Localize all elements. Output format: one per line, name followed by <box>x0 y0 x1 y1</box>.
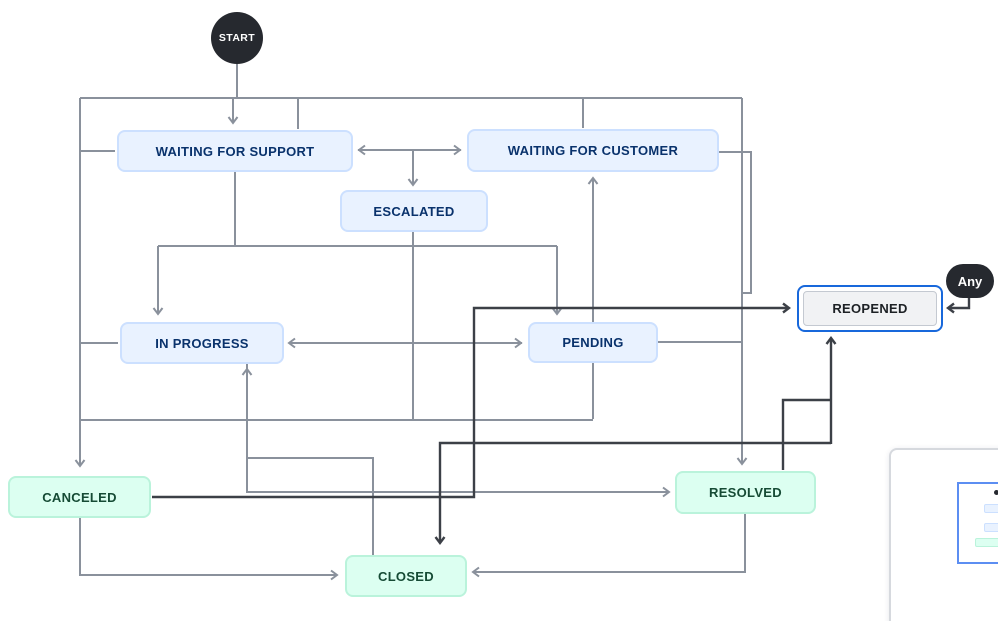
edge-reopened-to-closed[interactable] <box>434 441 831 545</box>
start-label: START <box>218 32 256 44</box>
status-node-resolved[interactable]: RESOLVED <box>675 471 816 514</box>
minimap-viewport[interactable] <box>957 482 998 564</box>
status-node-closed[interactable]: CLOSED <box>345 555 467 597</box>
edge-canceled-to-closed[interactable] <box>79 518 339 581</box>
minimap-start-dot <box>994 490 998 495</box>
status-node-waiting-for-support[interactable]: WAITING FOR SUPPORT <box>117 130 353 172</box>
edge-closed-to-in-progress[interactable] <box>241 367 374 555</box>
status-node-reopened-selected[interactable]: REOPENED <box>797 285 943 332</box>
status-node-reopened-inner: REOPENED <box>803 291 937 326</box>
edge-resolved-to-reopened[interactable] <box>781 398 830 470</box>
status-label: REOPENED <box>832 301 908 316</box>
edge-canceled-to-reopened[interactable] <box>152 302 791 499</box>
status-label: ESCALATED <box>373 203 455 219</box>
status-label: RESOLVED <box>709 485 782 500</box>
status-label: CLOSED <box>378 568 434 584</box>
status-node-pending[interactable]: PENDING <box>528 322 658 363</box>
minimap-panel[interactable] <box>889 448 998 621</box>
status-node-escalated[interactable]: ESCALATED <box>340 190 488 232</box>
status-label: PENDING <box>562 335 624 350</box>
edge-resolved-to-closed[interactable] <box>471 514 746 578</box>
status-node-canceled[interactable]: CANCELED <box>8 476 151 518</box>
any-status-badge-label: Any <box>957 273 983 289</box>
any-status-badge[interactable]: Any <box>946 264 994 298</box>
edge-any-to-reopened[interactable] <box>946 298 971 314</box>
status-label: IN PROGRESS <box>155 335 249 351</box>
status-label: WAITING FOR CUSTOMER <box>507 143 679 158</box>
status-label: WAITING FOR SUPPORT <box>155 143 315 159</box>
status-node-waiting-for-customer[interactable]: WAITING FOR CUSTOMER <box>467 129 719 172</box>
minimap-node-bar <box>975 538 998 547</box>
status-label: CANCELED <box>42 489 117 505</box>
start-node[interactable]: START <box>211 12 263 64</box>
minimap-node-bar <box>984 504 998 513</box>
edge-wfc-right-loop[interactable] <box>719 151 752 294</box>
status-node-in-progress[interactable]: IN PROGRESS <box>120 322 284 364</box>
edge-in-progress-to-resolved[interactable] <box>246 364 671 498</box>
minimap-node-bar <box>984 523 998 532</box>
